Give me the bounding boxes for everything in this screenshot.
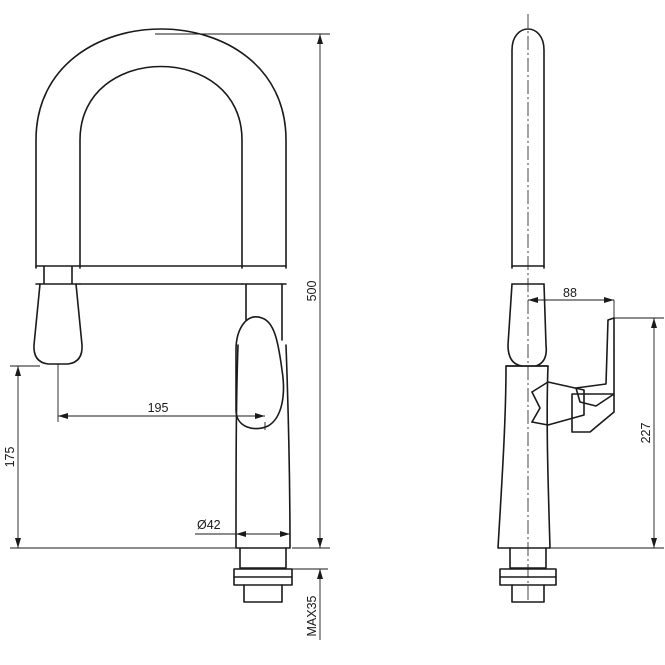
side-lower-tube (507, 283, 548, 367)
side-body (497, 365, 551, 549)
front-left-collar (35, 265, 81, 285)
front-body (235, 344, 291, 549)
front-lever-handle (235, 316, 285, 430)
front-shank (243, 584, 283, 603)
front-connector-bar (79, 265, 243, 285)
front-spout-outer (35, 28, 287, 269)
dim-max-35: MAX35 (305, 595, 319, 636)
front-dimensions: 500 195 175 Ø42 MAX35 (3, 33, 330, 640)
side-handle-stem-edge (531, 391, 541, 423)
dim-side-height-227: 227 (639, 423, 653, 444)
side-base (509, 547, 547, 569)
side-collar (511, 265, 545, 285)
side-dimensions: 88 227 (528, 286, 664, 549)
front-view (33, 28, 293, 603)
front-spray-head (33, 283, 83, 365)
dim-side-reach-88: 88 (563, 286, 577, 300)
dim-diameter-42: Ø42 (197, 518, 221, 532)
front-right-collar (241, 265, 287, 285)
dim-height-500: 500 (305, 281, 319, 302)
side-handle-lever-lower (571, 393, 615, 433)
dim-spray-175: 175 (3, 447, 17, 468)
side-shank (511, 584, 545, 603)
front-hose-right (245, 283, 283, 341)
front-base (239, 547, 287, 569)
side-view (497, 14, 615, 603)
side-spout-tube (511, 28, 545, 269)
front-spout-inner (79, 65, 243, 269)
side-handle-lever (575, 317, 615, 407)
dim-reach-195: 195 (148, 401, 169, 415)
